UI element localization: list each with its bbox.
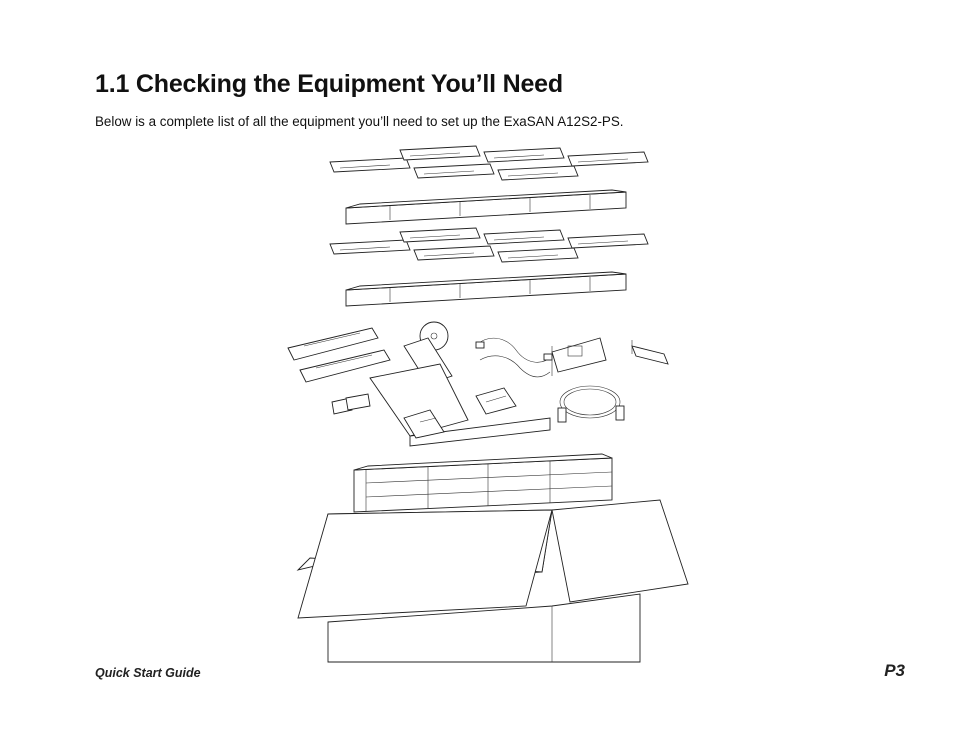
power-cords (475, 337, 553, 378)
storage-enclosure (353, 453, 613, 513)
foam-tray-top (345, 189, 627, 225)
page-title: 1.1 Checking the Equipment You’ll Need (95, 70, 563, 98)
page-number: P3 (884, 661, 905, 680)
host-adapter-card (551, 337, 607, 376)
low-profile-bracket (631, 340, 669, 365)
intro-text: Below is a complete list of all the equi… (95, 114, 624, 129)
rack-rails (287, 327, 391, 383)
foam-tray-bottom (345, 271, 627, 307)
sas-cable (557, 385, 625, 423)
equipment-illustration (287, 145, 689, 663)
drive-trays-top (329, 145, 649, 181)
software-license-card (475, 387, 517, 415)
rail-brackets (331, 393, 371, 415)
accessory-box (369, 363, 551, 447)
drive-trays-bottom (329, 227, 649, 263)
shipping-carton (296, 499, 689, 663)
footer-guide-label: Quick Start Guide (95, 666, 201, 680)
